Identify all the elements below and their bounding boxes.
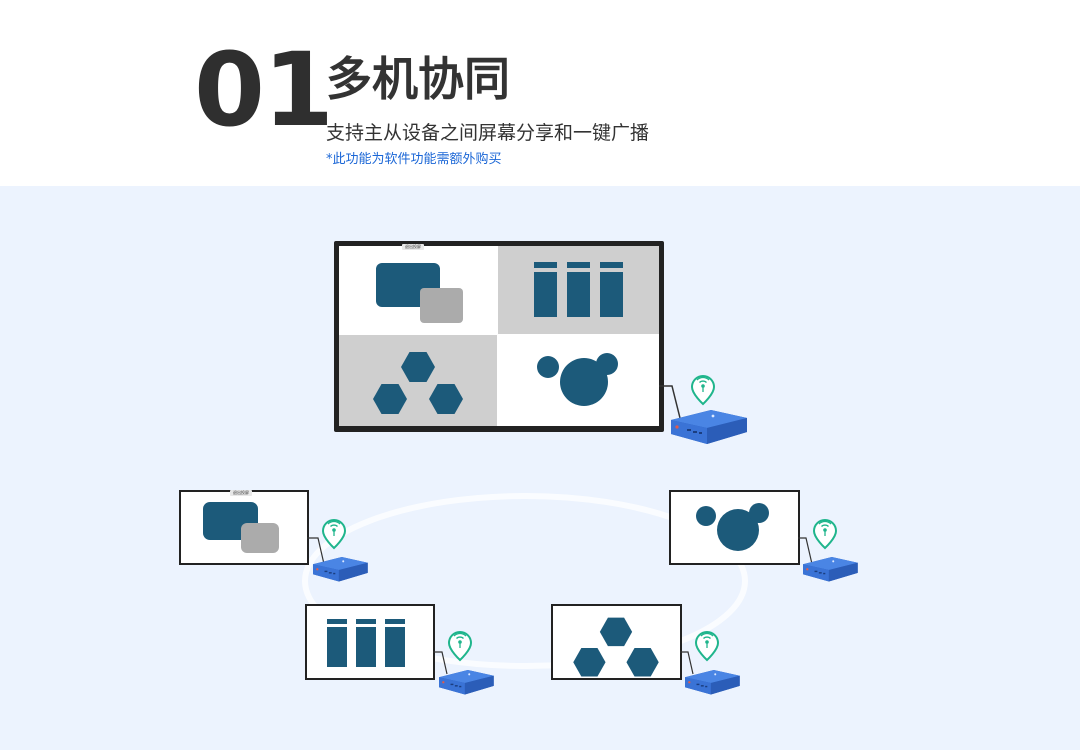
section-number: 01 [194,31,334,150]
page-title: 多机协同 [326,52,510,106]
screen-exit-label: 退出投屏 [230,490,252,496]
wifi-pin-icon [448,631,472,661]
wifi-pin-icon [813,519,837,549]
display-bottom-right [551,604,694,680]
header: 01 多机协同 支持主从设备之间屏幕分享和一键广播 *此功能为软件功能需额外购买 [0,0,1080,186]
collaboration-diagram: 退出投屏 退出投屏 [0,186,1080,750]
display-bottom-left [305,604,448,680]
mini-pc-device-icon [671,410,747,444]
display-left [179,490,325,565]
wifi-pin-icon [691,375,715,405]
purchase-note: *此功能为软件功能需额外购买 [326,152,502,167]
display-right [669,490,813,565]
wifi-pin-icon [695,631,719,661]
mini-pc-device-icon [313,557,368,582]
main-display [334,241,681,432]
diagram-svg [179,241,858,695]
page-subtitle: 支持主从设备之间屏幕分享和一键广播 [326,122,650,144]
screen-exit-label: 退出投屏 [402,244,424,250]
